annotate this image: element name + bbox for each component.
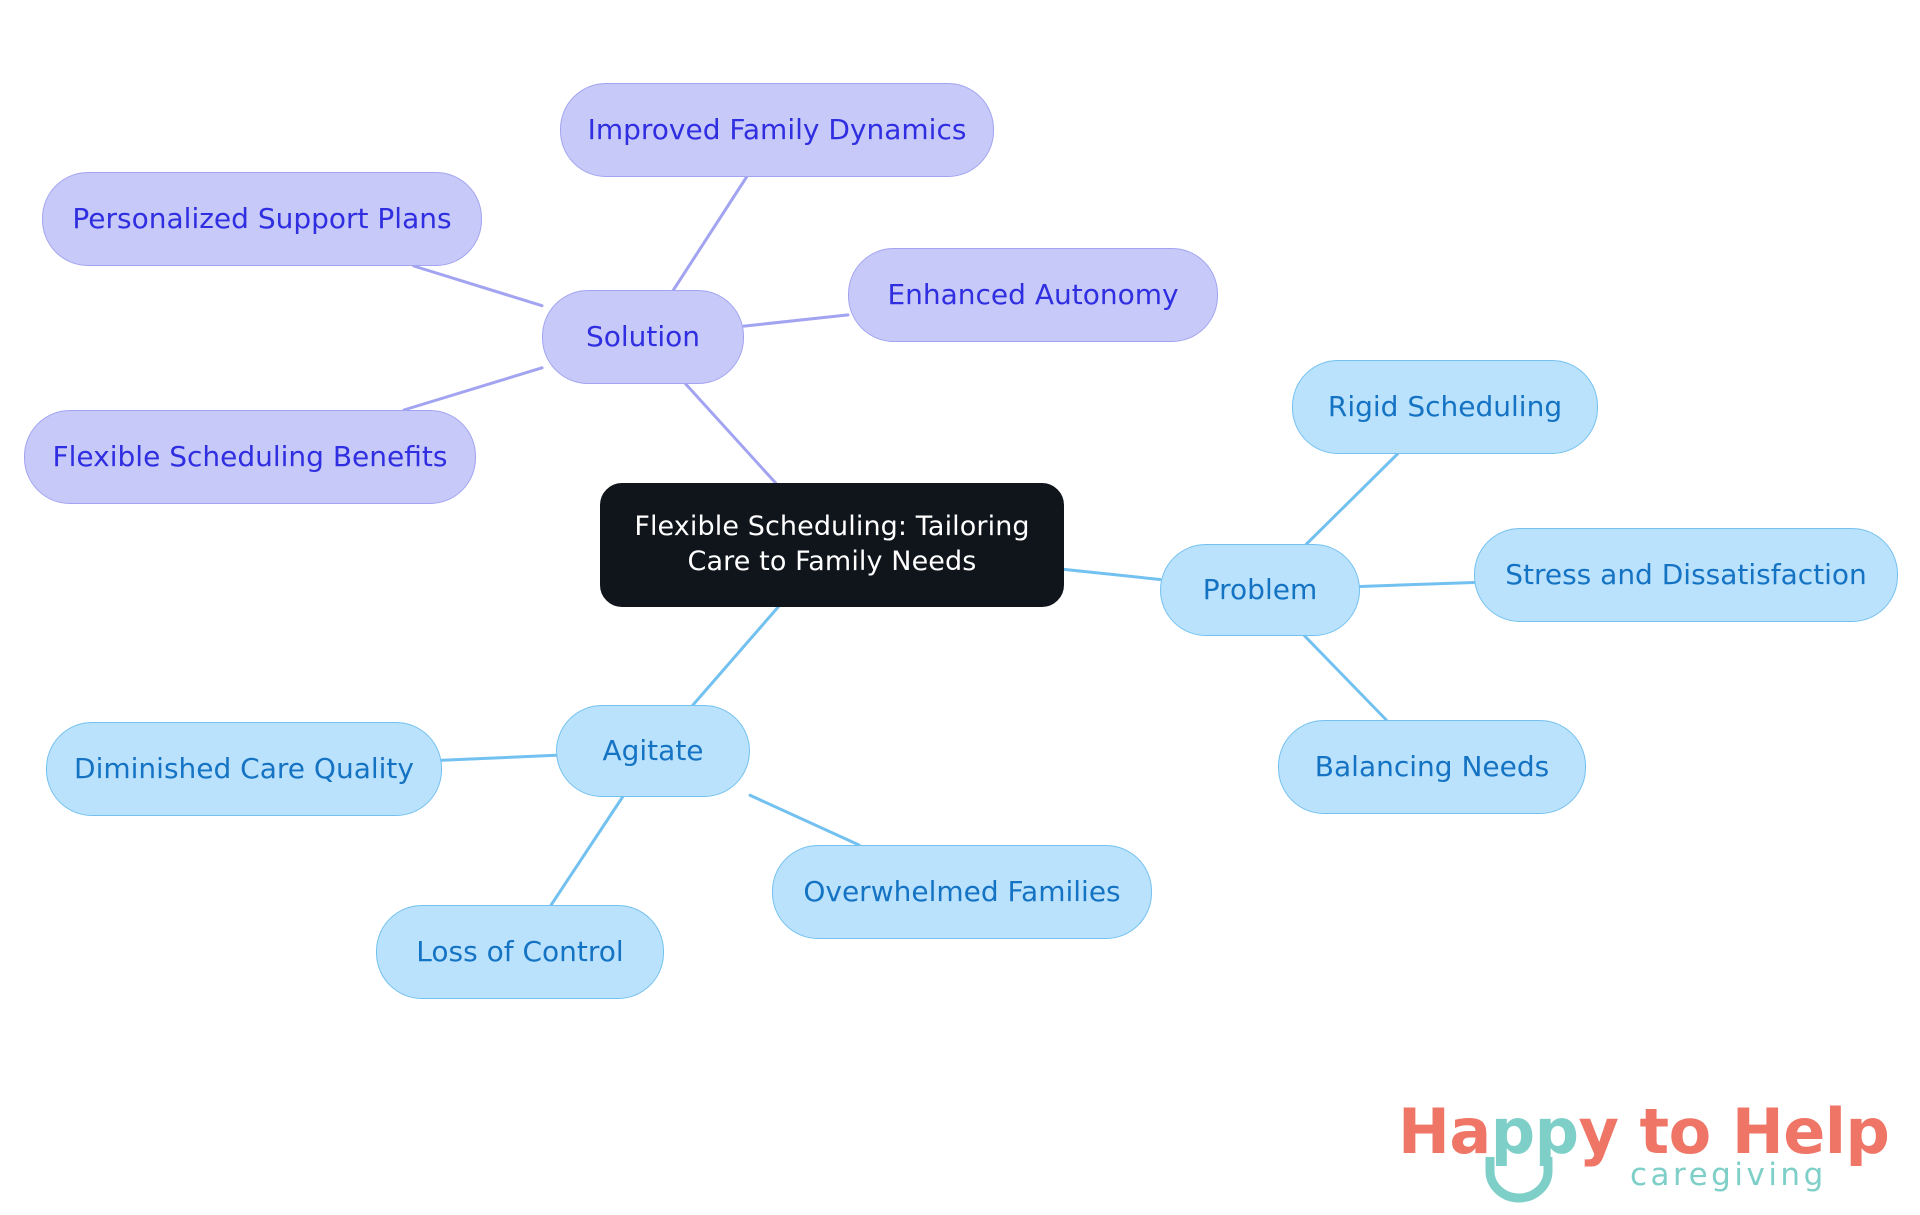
edge-agitate-to-diminished-care-quality bbox=[440, 753, 558, 762]
node-label: Enhanced Autonomy bbox=[887, 278, 1179, 312]
mindmap-leaf-node-loss-of-control[interactable]: Loss of Control bbox=[376, 905, 664, 999]
mindmap-leaf-node-overwhelmed-families[interactable]: Overwhelmed Families bbox=[772, 845, 1152, 939]
node-label: Flexible Scheduling Benefits bbox=[52, 440, 448, 474]
edge-root-to-solution bbox=[684, 382, 778, 485]
mindmap-leaf-node-improved-family-dynamics[interactable]: Improved Family Dynamics bbox=[560, 83, 994, 177]
logo-word-part-1: Ha bbox=[1398, 1095, 1491, 1168]
logo-word-part-3: y to Help bbox=[1578, 1095, 1890, 1168]
edge-problem-to-stress-and-dissatisfaction bbox=[1358, 580, 1476, 588]
node-label: Improved Family Dynamics bbox=[587, 113, 967, 147]
edge-solution-to-personalized-support-plans bbox=[412, 264, 544, 308]
node-label: Problem bbox=[1202, 573, 1318, 607]
mindmap-root-node[interactable]: Flexible Scheduling: Tailoring Care to F… bbox=[600, 483, 1064, 607]
edge-agitate-to-overwhelmed-families bbox=[748, 793, 861, 847]
node-label: Personalized Support Plans bbox=[72, 202, 452, 236]
mindmap-branch-node-problem[interactable]: Problem bbox=[1160, 544, 1360, 636]
edge-problem-to-rigid-scheduling bbox=[1305, 452, 1399, 546]
edge-solution-to-enhanced-autonomy bbox=[742, 313, 850, 328]
logo-wordmark: Happy to Help bbox=[1398, 1095, 1890, 1168]
edge-solution-to-improved-family-dynamics bbox=[671, 175, 749, 292]
smile-icon bbox=[1485, 1157, 1553, 1203]
node-label: Rigid Scheduling bbox=[1327, 390, 1563, 424]
mindmap-leaf-node-rigid-scheduling[interactable]: Rigid Scheduling bbox=[1292, 360, 1598, 454]
brand-logo: Happy to Help caregiving bbox=[1398, 1095, 1890, 1203]
logo-tagline: caregiving bbox=[1630, 1157, 1827, 1193]
node-label: Balancing Needs bbox=[1314, 750, 1550, 784]
edge-root-to-agitate bbox=[691, 605, 780, 707]
mindmap-branch-node-agitate[interactable]: Agitate bbox=[556, 705, 750, 797]
mindmap-branch-node-solution[interactable]: Solution bbox=[542, 290, 744, 384]
edge-agitate-to-loss-of-control bbox=[549, 795, 625, 907]
edge-root-to-problem bbox=[1062, 567, 1162, 581]
mindmap-leaf-node-diminished-care-quality[interactable]: Diminished Care Quality bbox=[46, 722, 442, 816]
mindmap-leaf-node-stress-and-dissatisfaction[interactable]: Stress and Dissatisfaction bbox=[1474, 528, 1898, 622]
node-label: Solution bbox=[585, 320, 701, 354]
mindmap-leaf-node-flexible-scheduling-benefits[interactable]: Flexible Scheduling Benefits bbox=[24, 410, 476, 504]
node-label: Agitate bbox=[602, 734, 704, 768]
mindmap-leaf-node-personalized-support-plans[interactable]: Personalized Support Plans bbox=[42, 172, 482, 266]
node-label: Stress and Dissatisfaction bbox=[1505, 558, 1867, 592]
edge-problem-to-balancing-needs bbox=[1303, 634, 1388, 722]
mindmap-leaf-node-enhanced-autonomy[interactable]: Enhanced Autonomy bbox=[848, 248, 1218, 342]
mindmap-leaf-node-balancing-needs[interactable]: Balancing Needs bbox=[1278, 720, 1586, 814]
edge-solution-to-flexible-scheduling-benefits bbox=[402, 366, 544, 412]
node-label: Overwhelmed Families bbox=[803, 875, 1121, 909]
logo-word-part-2: pp bbox=[1490, 1095, 1579, 1168]
node-label: Loss of Control bbox=[416, 935, 624, 969]
node-label: Diminished Care Quality bbox=[74, 752, 414, 786]
node-label: Flexible Scheduling: Tailoring Care to F… bbox=[634, 511, 1030, 577]
